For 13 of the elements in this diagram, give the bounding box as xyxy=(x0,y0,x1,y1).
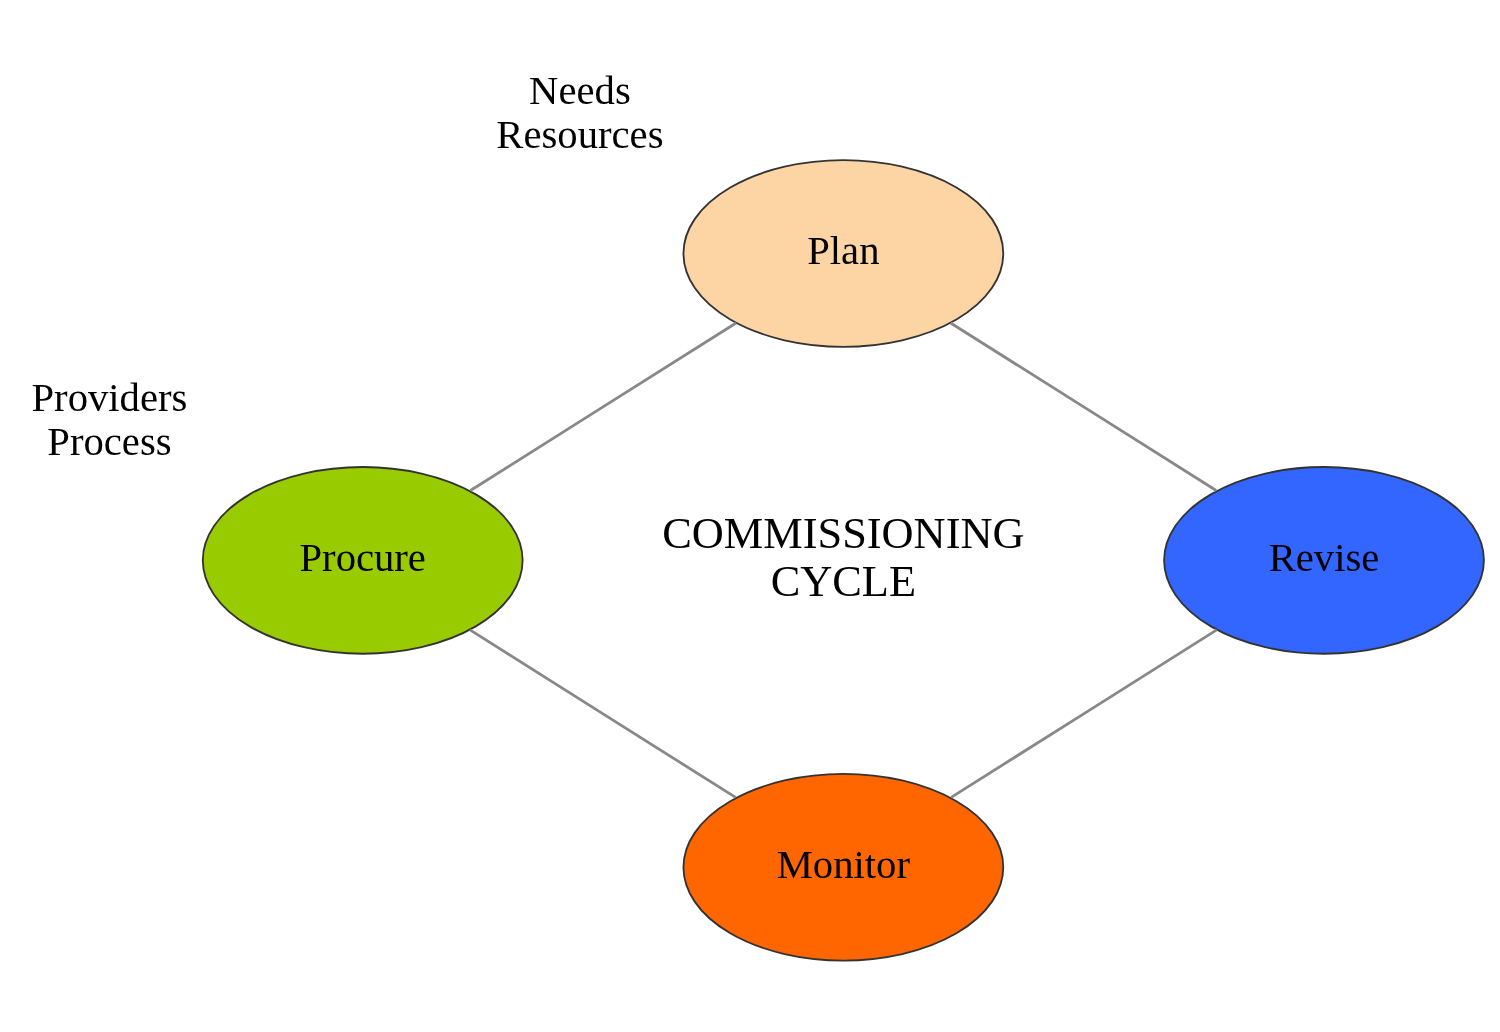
connector xyxy=(950,628,1218,799)
connector xyxy=(469,628,737,799)
node-ellipse: Procure xyxy=(201,466,524,655)
connector xyxy=(949,321,1217,492)
node-label: Needs xyxy=(529,67,631,113)
connector xyxy=(469,321,737,492)
node-label: Providers xyxy=(31,374,188,420)
node-ellipse: Plan xyxy=(682,159,1005,348)
node-label: Process xyxy=(47,419,172,465)
node-ellipse: Monitor xyxy=(682,772,1005,962)
node-ellipse: Revise xyxy=(1163,466,1485,655)
node-label: Resources xyxy=(496,112,664,158)
label: COMMISSIONING CYCLE xyxy=(662,507,1025,606)
